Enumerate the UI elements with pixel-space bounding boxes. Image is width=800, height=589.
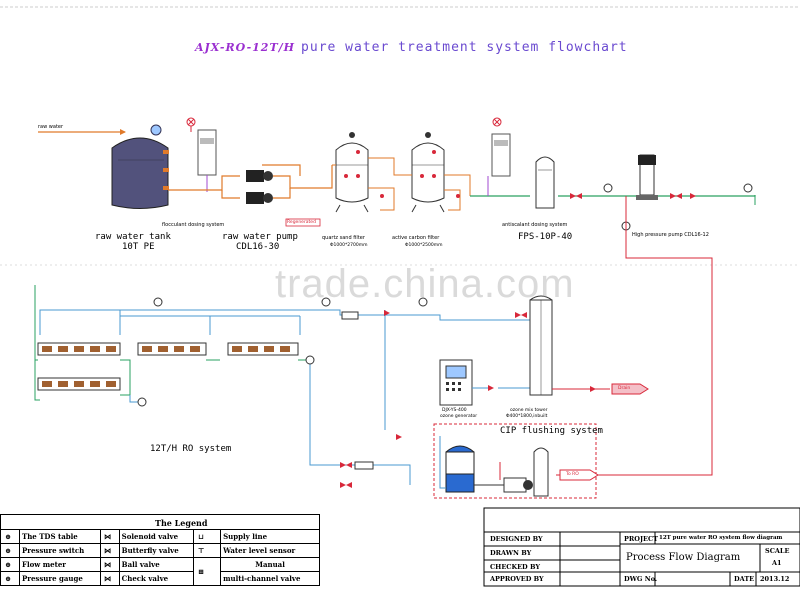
pressure-gauge-icon: ⊕ [5,574,11,583]
title-block [483,507,800,587]
tds-symbol-icon: ⊕ [5,532,11,541]
legend-row: ⊕ Pressure gauge ⋈ Check valve multi-cha… [0,571,320,586]
legend-item: Solenoid valve [118,529,195,544]
pump-spec-label: CDL16-30 [236,242,280,252]
water-level-sensor-icon: ⊤ [197,546,205,555]
hp-pump-label: High pressure pump CDL16-12 [632,232,709,238]
fps-cartridge-filter [535,156,555,209]
title-code: AJX-RO-12T/H [195,41,296,54]
legend-table: ⊕ The TDS table ⋈ Solenoid valve ⊔ Suppl… [0,514,320,586]
to-ro-label: To RO [566,472,579,477]
watermark: trade.china.com [275,262,575,306]
legend-item: Pressure switch [19,543,101,558]
project-value: 12T pure water RO system flow diagram [659,535,783,541]
carbon-filter-label: active carbon filter [392,235,440,241]
legend-item: Ball valve [118,557,195,572]
manual-valve-icon: ⊞ [198,567,205,576]
chart-title: AJX-RO-12T/H pure water treatment system … [195,40,628,55]
ozone-model-label: DJX-YS-400 [442,408,467,413]
scale-value: A1 [772,559,782,567]
cip-flushing-box [433,423,597,499]
legend-item: multi-channel valve [220,571,320,586]
ro-system-label: 12T/H RO system [150,444,232,454]
tank-spec-label: 10T PE [122,242,155,252]
raw-water-tank [111,124,169,209]
checked-by: CHECKED BY [490,563,540,571]
active-carbon-filter [411,132,445,213]
butterfly-valve-icon: ⋈ [104,546,112,555]
cip-cartridge [533,447,549,497]
tank-outlet-pipe [168,175,240,191]
drawn-by: DRAWN BY [490,549,532,557]
pressure-switch-icon: ⊕ [5,546,11,555]
drain-arrow [611,383,649,395]
supply-line-icon: ⊔ [198,532,205,541]
pump-name-label: raw water pump [222,232,298,242]
ozone-generator [439,359,473,406]
cip-tank [445,445,475,493]
raw-water-pump [246,170,273,204]
quartz-sand-filter [335,132,369,213]
product-water-tank [529,295,553,396]
legend-item: Flow meter [19,557,101,572]
date-value: 2013.12 [760,575,790,583]
ro-membranes [37,342,299,391]
drawing-title: Process Flow Diagram [626,552,741,563]
project-label: PROJECT [624,535,658,543]
hp-feed-line [625,196,628,259]
tank-name-label: raw water tank [95,232,171,242]
carbon-spec-label: Φ1000*2500mm [405,243,443,248]
legend-item: Pressure gauge [19,571,101,586]
legend-row: ⊕ The TDS table ⋈ Solenoid valve ⊔ Suppl… [0,529,320,544]
solenoid-valve-icon: ⋈ [104,532,112,541]
legend-item: Check valve [118,571,195,586]
cip-pump [503,477,533,493]
designed-by: DESIGNED BY [490,535,543,543]
dwg-label: DWG No. [624,575,658,583]
flocculant-dosing-system [186,117,217,192]
legend-item: Butterfly valve [118,543,195,558]
antiscalant-label: antiscalant dosing system [502,222,568,228]
check-valve-icon: ⋈ [104,574,112,583]
flow-meter-icon: ⊕ [5,560,11,569]
regenerated-label: Regenerated [287,220,316,225]
ball-valve-icon: ⋈ [104,560,112,569]
sand-filter-label: quartz sand filter [322,235,365,241]
legend-item: Manual [220,557,320,572]
legend-item: The TDS table [19,529,101,544]
drain-label: Drain [618,386,631,391]
legend-row: ⊕ Pressure switch ⋈ Butterfly valve ⊤ Wa… [0,543,320,558]
high-pressure-pump [636,154,658,200]
flocculant-label: flocculant dosing system [162,222,225,228]
legend-item: Supply line [220,529,320,544]
date-label: DATE [734,575,755,583]
fps-label: FPS-10P-40 [518,232,573,242]
approved-by: APPROVED BY [490,575,544,583]
scale-label: SCALE [765,547,790,555]
ozone-tower-spec-label: Φ400*1800,inbuilt [506,414,548,419]
to-ro-arrow [559,469,599,481]
sand-spec-label: Φ1000*2700mm [330,243,368,248]
ozone-tower-label: ozone mix tower [510,408,548,413]
cip-label: CIP flushing system [500,426,603,436]
raw-water-label: raw water [38,124,64,130]
ozone-generator-label: ozone generator [440,414,478,419]
legend-item: Water level sensor [220,543,320,558]
legend-row: ⊕ Flow meter ⋈ Ball valve ⊞ Manual [0,557,320,586]
antiscalant-dosing-system [487,117,511,196]
title-text: pure water treatment system flowchart [301,40,628,55]
